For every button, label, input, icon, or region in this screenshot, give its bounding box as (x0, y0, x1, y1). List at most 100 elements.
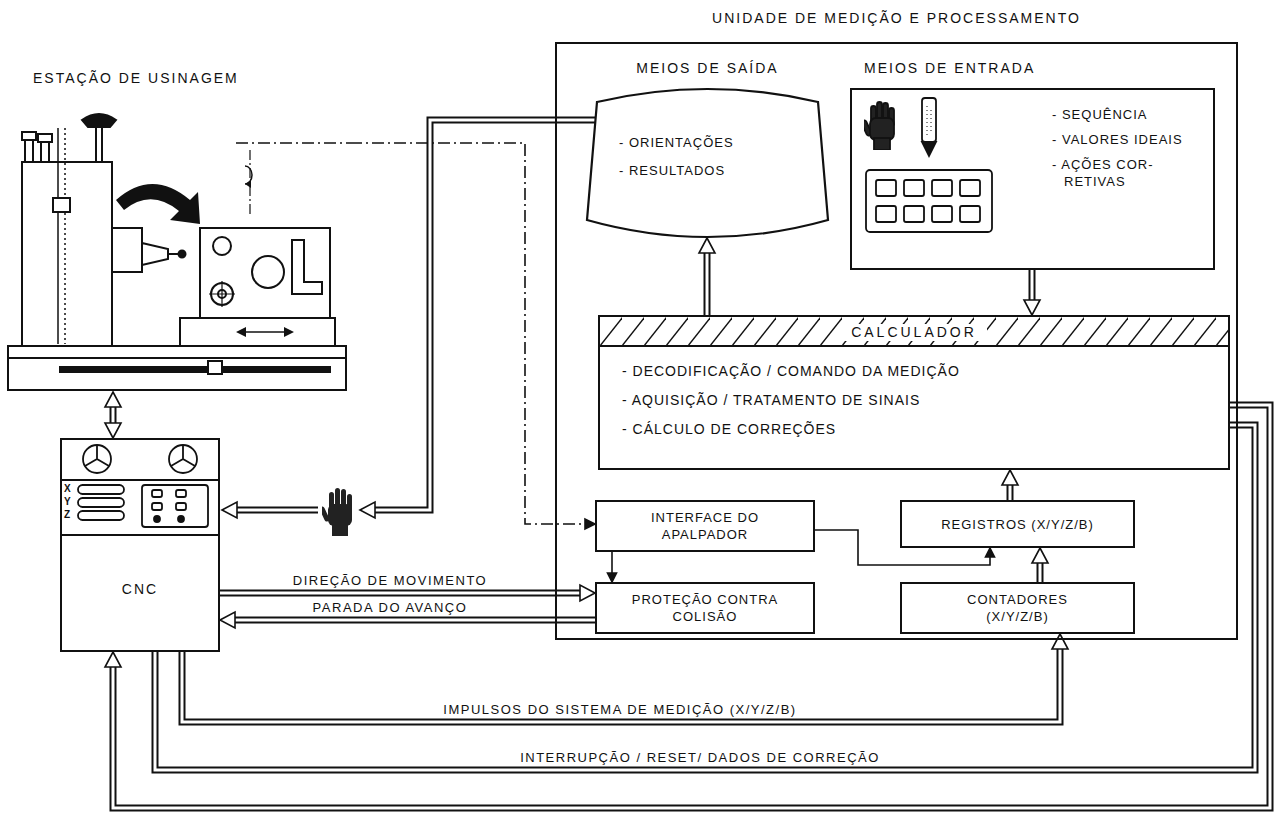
probe-tip (179, 251, 186, 258)
label-slot: IMPULSOS DO SISTEMA DE MEDIÇÃO (X/Y/Z/B) (438, 703, 801, 717)
text-slot: ESTAÇÃO DE USINAGEM (33, 70, 343, 87)
text-column: - DECODIFICAÇÃO / COMANDO DA MEDIÇÃO- AQ… (622, 363, 1212, 450)
slide-marker (208, 361, 222, 374)
workpiece-l-slot (292, 240, 322, 294)
cnc-dial (83, 445, 111, 473)
keyboard-key (932, 206, 952, 222)
connector-channel (232, 619, 595, 622)
connector-outline (704, 250, 711, 315)
signal-connector (1032, 548, 1048, 582)
table-motion-arrow (244, 331, 286, 333)
workpiece-bore (213, 237, 231, 255)
connector-channel (155, 425, 1255, 770)
box-label: INTERFACE DO APALPADOR (631, 509, 779, 543)
bore-center-mark (209, 281, 235, 307)
label-slot: DIREÇÃO DE MOVIMENTO (288, 574, 492, 588)
signal-label: PARADA DO AVANÇO (308, 601, 473, 615)
cnc-panel-divider (60, 534, 220, 536)
axis-label: Z (64, 509, 70, 521)
keyboard-key (876, 206, 896, 222)
light-pen-dots (927, 106, 931, 136)
process-box: PROTEÇÃO CONTRA COLISÃO (595, 582, 815, 634)
signal-connector (608, 552, 617, 582)
operator-arrowhead (222, 502, 237, 518)
screen-item: - ORIENTAÇÕES (619, 134, 819, 151)
axis-display (78, 511, 124, 520)
text-slot: UNIDADE DE MEDIÇÃO E PROCESSAMENTO (557, 10, 1236, 27)
arrowhead (105, 392, 121, 407)
input-box: MEIOS DE ENTRADA- SEQUÊNCIA- VALORES IDE… (850, 88, 1215, 270)
signal-label: IMPULSOS DO SISTEMA DE MEDIÇÃO (X/Y/Z/B) (438, 703, 801, 717)
station-heading: ESTAÇÃO DE USINAGEM (33, 70, 343, 87)
machine-table (180, 318, 335, 346)
keyboard-key (932, 180, 952, 196)
feed-handle-wheel (82, 114, 116, 127)
cnc-key (152, 503, 162, 510)
process-box: INTERFACE DO APALPADOR (595, 500, 815, 552)
rotation-symbol-head (245, 180, 251, 188)
signal-connector (1002, 470, 1018, 500)
process-box: CONTADORES (X/Y/Z/B) (900, 582, 1135, 634)
tool-holder (41, 142, 49, 162)
operator-arrow-outline (234, 507, 318, 514)
cnc-key (176, 503, 186, 510)
workpiece (200, 228, 330, 318)
operator-hand-icon (319, 488, 352, 536)
column-rack (57, 128, 59, 344)
keyboard-key (960, 180, 980, 196)
connector-outline (182, 646, 1060, 722)
text-column: - SEQUÊNCIA- VALORES IDEAIS- AÇÕES COR- … (1052, 106, 1192, 198)
label-slot: PARADA DO AVANÇO (308, 601, 473, 615)
arrowhead (1024, 300, 1040, 315)
cnc-key (154, 516, 160, 522)
label-slot: INTERRUPÇÃO / RESET/ DADOS DE CORREÇÃO (515, 751, 885, 765)
text-slot: - RESULTADOS (619, 162, 819, 179)
cnc-dial-spokes (85, 445, 109, 466)
axis-label: Y (64, 496, 71, 508)
connector-channel (220, 592, 583, 595)
connector-channel (1031, 270, 1034, 303)
calculator-box: CALCULADOR- DECODIFICAÇÃO / COMANDO DA M… (598, 315, 1230, 470)
tool-holder (25, 140, 33, 162)
operator-arrow-outline (372, 120, 596, 510)
box-label: REGISTROS (X/Y/Z/B) (941, 516, 1094, 533)
cnc-panel-art (60, 445, 220, 535)
machining-station: ESTAÇÃO DE USINAGEM (5, 100, 350, 392)
text-slot: - ORIENTAÇÕES (619, 134, 819, 151)
keyboard-key (960, 206, 980, 222)
signal-connector (105, 405, 1270, 808)
connector-outline (155, 425, 1255, 770)
text-slot: MEIOS DE SAÍDA (585, 60, 830, 77)
axis-display (78, 498, 124, 507)
arrowhead (1052, 634, 1068, 649)
connector-channel (113, 405, 1270, 808)
operator-arrow-channel (372, 120, 596, 510)
light-pen-tip (922, 142, 936, 156)
arrowhead (1032, 548, 1048, 563)
screen-outline-path (587, 89, 828, 237)
arrowhead (580, 585, 595, 601)
signal-connector (1024, 270, 1040, 315)
cnc-key (178, 516, 184, 522)
arrowhead (1002, 470, 1018, 485)
cnc-key (176, 490, 186, 497)
unit-frame: UNIDADE DE MEDIÇÃO E PROCESSAMENTOMEIOS … (555, 42, 1238, 640)
hatch-fill (600, 317, 1228, 347)
label-slot: Y (64, 496, 71, 508)
connector-outline (232, 617, 595, 624)
arrowhead (608, 573, 617, 582)
arrowhead (585, 519, 595, 529)
unit-heading: UNIDADE DE MEDIÇÃO E PROCESSAMENTO (557, 10, 1236, 27)
process-box: REGISTROS (X/Y/Z/B) (900, 500, 1135, 548)
text-slot: MEIOS DE ENTRADA (864, 60, 1204, 77)
workpiece-bore (252, 256, 284, 288)
arrowhead (105, 652, 121, 667)
text-slot: CNC (62, 581, 218, 598)
cnc-label: CNC (62, 581, 218, 598)
input-item: - VALORES IDEAIS (1052, 131, 1192, 148)
connector-line (350, 143, 586, 524)
connector-outline (113, 405, 1270, 808)
box-label: CONTADORES (X/Y/Z/B) (936, 591, 1099, 625)
feed-handle (96, 126, 102, 162)
